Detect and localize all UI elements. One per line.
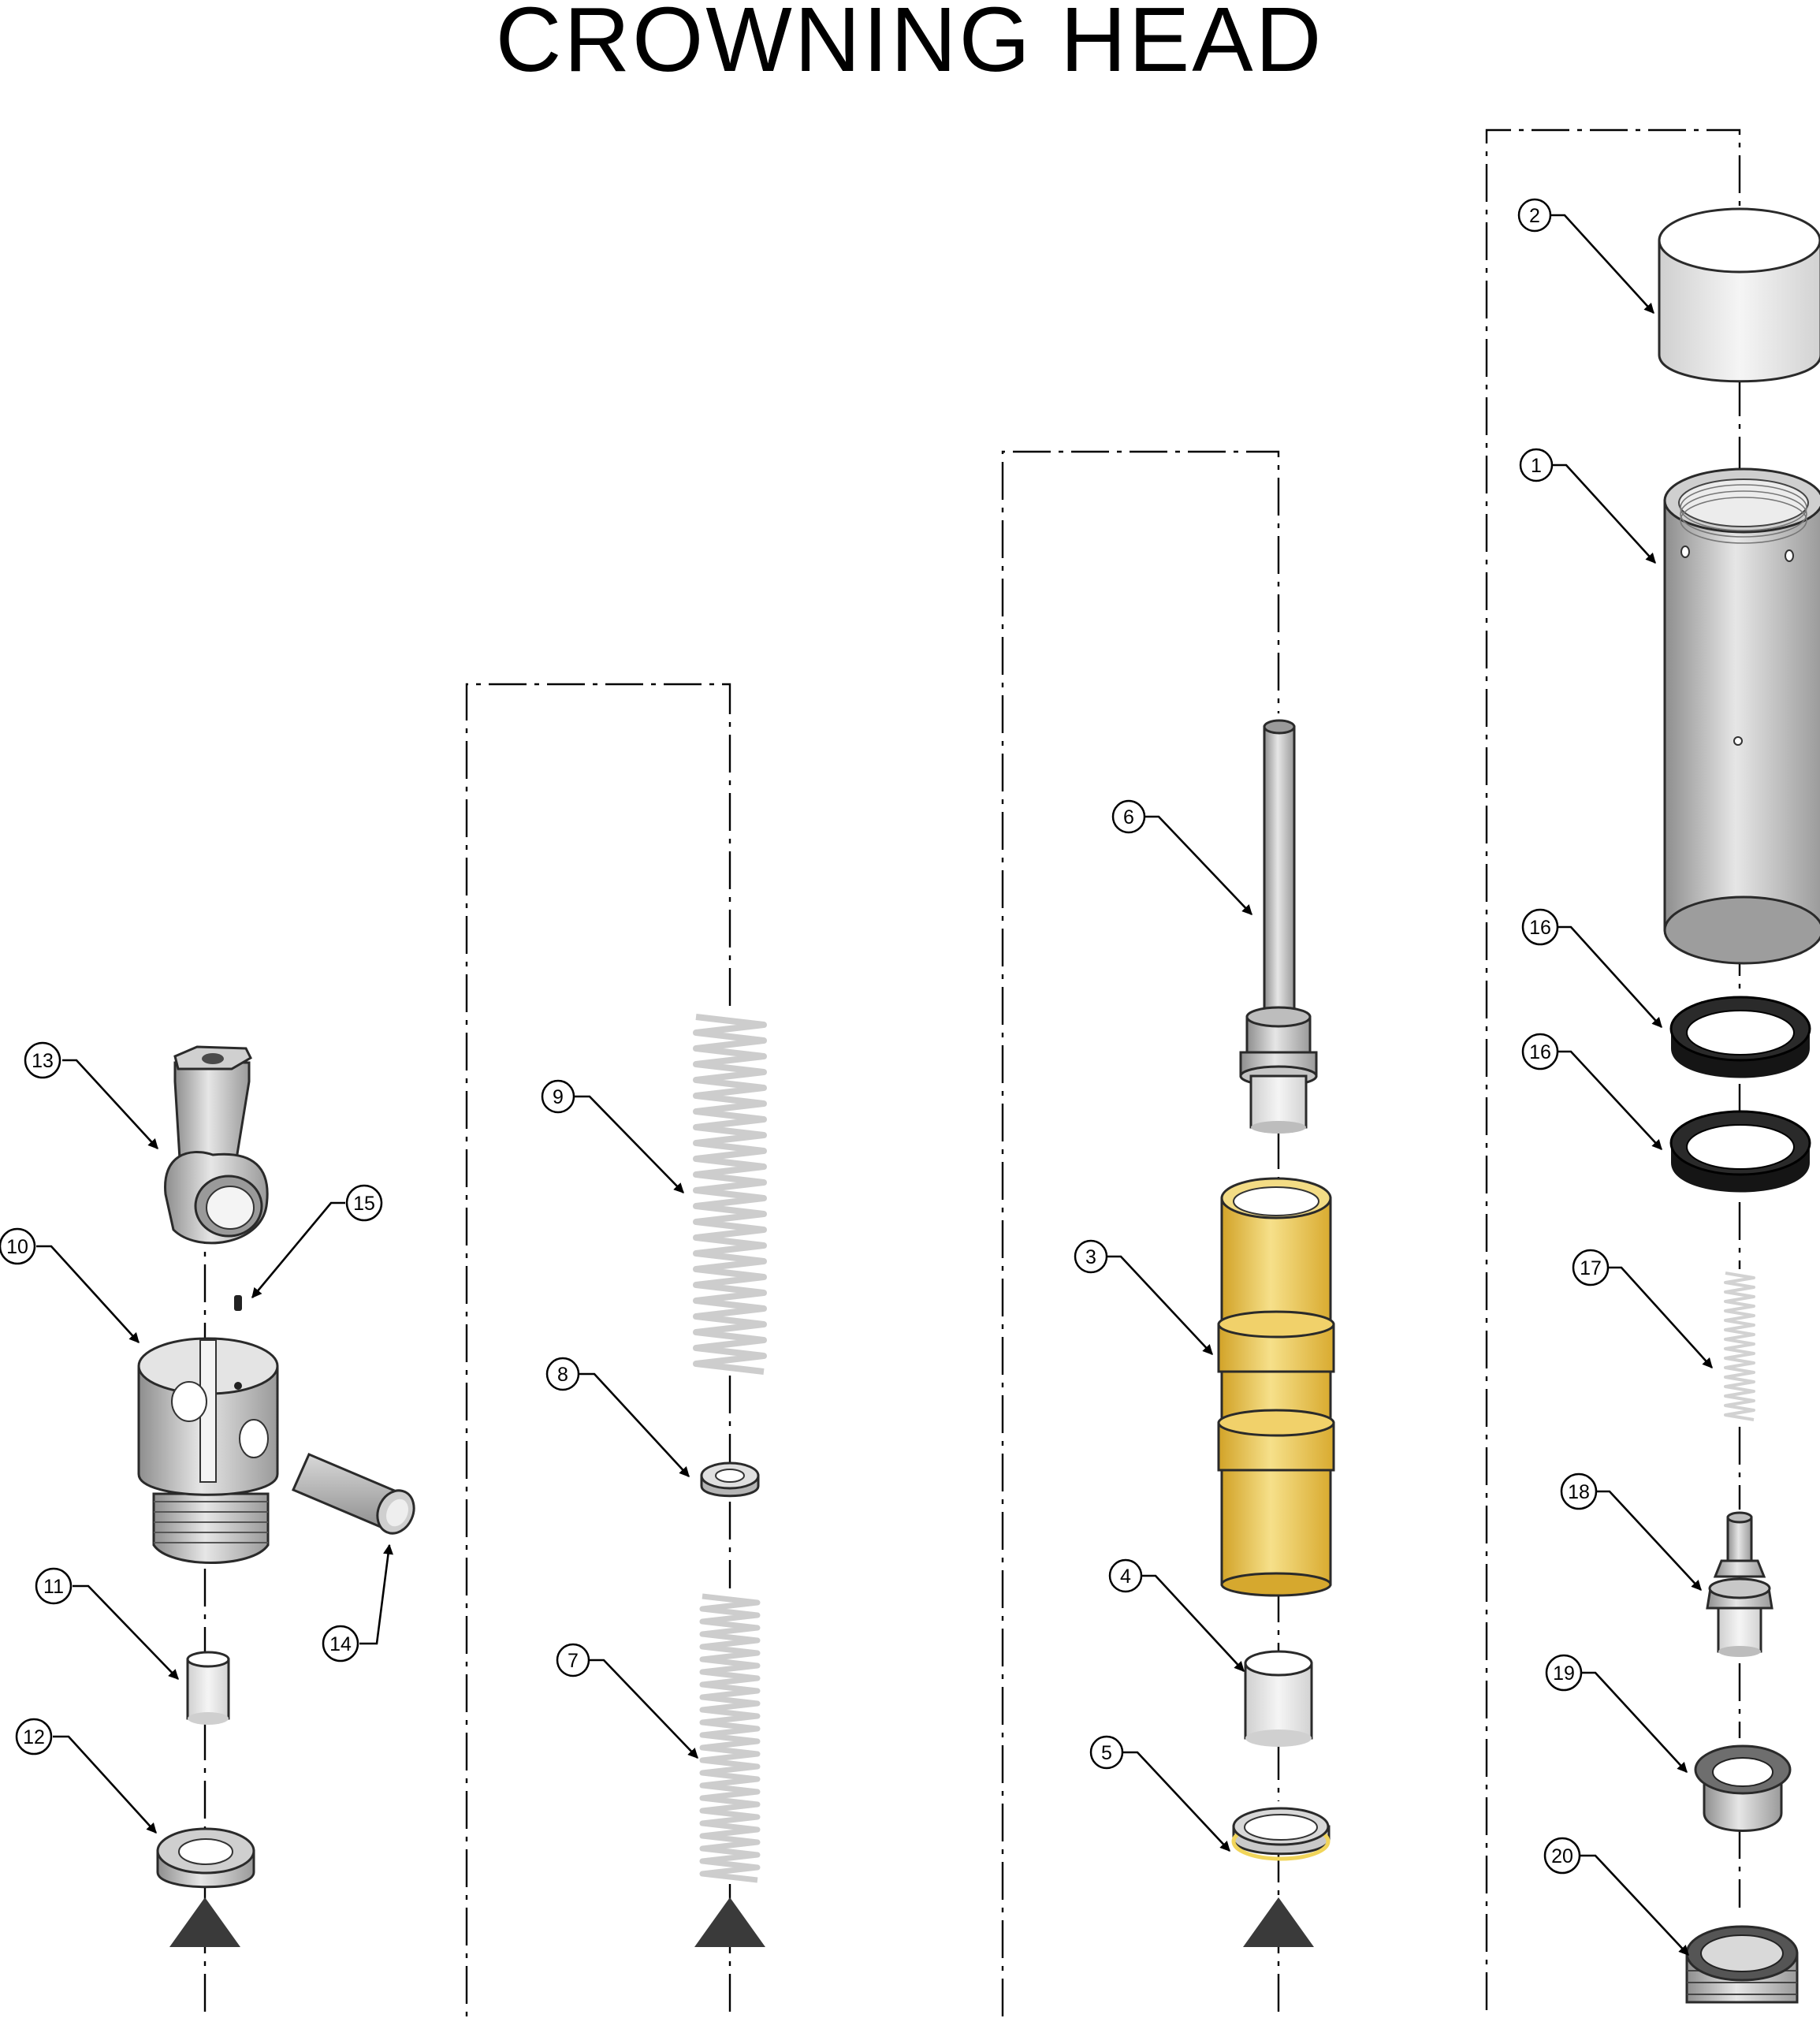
callout-16-upper: 16 xyxy=(1521,908,1559,946)
assembly-chain-lines xyxy=(203,128,1741,2018)
callout-3: 3 xyxy=(1074,1239,1108,1274)
callout-15: 15 xyxy=(345,1184,383,1222)
callout-18: 18 xyxy=(1560,1473,1598,1510)
part-16-seal-upper xyxy=(1669,996,1811,1078)
svg-text:16: 16 xyxy=(1529,917,1551,939)
callout-14: 14 xyxy=(322,1625,359,1662)
callout-12: 12 xyxy=(15,1718,53,1756)
svg-text:4: 4 xyxy=(1120,1566,1131,1588)
part-13-rod-end xyxy=(164,1045,269,1245)
part-9-spring xyxy=(693,1014,767,1375)
svg-text:7: 7 xyxy=(568,1650,579,1672)
part-1-cylinder xyxy=(1663,467,1820,965)
callout-17: 17 xyxy=(1572,1249,1610,1286)
assembly-arrow-2 xyxy=(694,1897,765,1947)
callout-6: 6 xyxy=(1111,799,1146,834)
svg-text:15: 15 xyxy=(353,1193,375,1215)
callout-10: 10 xyxy=(0,1227,36,1265)
svg-text:1: 1 xyxy=(1531,455,1542,477)
svg-text:12: 12 xyxy=(23,1726,45,1748)
svg-text:9: 9 xyxy=(553,1086,564,1108)
callout-4: 4 xyxy=(1108,1558,1143,1593)
part-15-set-screw xyxy=(234,1295,242,1311)
svg-text:18: 18 xyxy=(1568,1481,1590,1503)
callout-1: 1 xyxy=(1519,448,1554,482)
callout-7: 7 xyxy=(556,1643,590,1677)
part-5-seal-ring xyxy=(1231,1807,1331,1861)
part-17-spring xyxy=(1724,1271,1755,1421)
callout-11: 11 xyxy=(35,1567,73,1605)
part-12-seal xyxy=(156,1827,255,1889)
part-16-seal-lower xyxy=(1669,1110,1811,1193)
part-4-sleeve xyxy=(1244,1650,1313,1747)
part-14-pin xyxy=(292,1453,415,1535)
callout-2: 2 xyxy=(1517,198,1552,233)
part-7-spring xyxy=(699,1593,761,1883)
svg-text:19: 19 xyxy=(1553,1662,1575,1685)
callout-19: 19 xyxy=(1545,1654,1583,1692)
svg-text:3: 3 xyxy=(1085,1246,1096,1268)
callout-9: 9 xyxy=(541,1079,575,1114)
part-8-washer xyxy=(700,1461,760,1498)
svg-text:6: 6 xyxy=(1123,806,1134,828)
svg-text:17: 17 xyxy=(1580,1257,1602,1279)
callout-13: 13 xyxy=(24,1041,61,1079)
part-11-bushing xyxy=(186,1651,230,1725)
assembly-arrow-1 xyxy=(169,1897,240,1947)
callout-20: 20 xyxy=(1543,1837,1581,1875)
svg-text:16: 16 xyxy=(1529,1041,1551,1063)
svg-text:13: 13 xyxy=(32,1050,54,1072)
svg-text:11: 11 xyxy=(43,1576,64,1598)
part-3-piston xyxy=(1217,1177,1335,1597)
svg-text:14: 14 xyxy=(329,1633,352,1655)
svg-text:8: 8 xyxy=(557,1364,568,1386)
callout-16-lower: 16 xyxy=(1521,1033,1559,1070)
assembly-arrow-3 xyxy=(1243,1897,1314,1947)
callout-5: 5 xyxy=(1089,1735,1124,1770)
svg-text:20: 20 xyxy=(1551,1845,1573,1867)
part-18-valve xyxy=(1706,1511,1773,1657)
callout-leaders xyxy=(36,214,1713,1956)
callout-8: 8 xyxy=(545,1357,580,1391)
svg-text:10: 10 xyxy=(6,1236,28,1258)
part-20-fitting xyxy=(1685,1925,1799,2004)
svg-text:5: 5 xyxy=(1101,1742,1112,1764)
part-10-clevis xyxy=(137,1337,279,1564)
diagram-title: CROWNING HEAD xyxy=(496,0,1324,91)
part-19-nut xyxy=(1694,1744,1792,1832)
part-6-plunger-rod xyxy=(1239,719,1318,1134)
part-2-sleeve xyxy=(1658,207,1820,383)
svg-text:2: 2 xyxy=(1529,205,1540,227)
